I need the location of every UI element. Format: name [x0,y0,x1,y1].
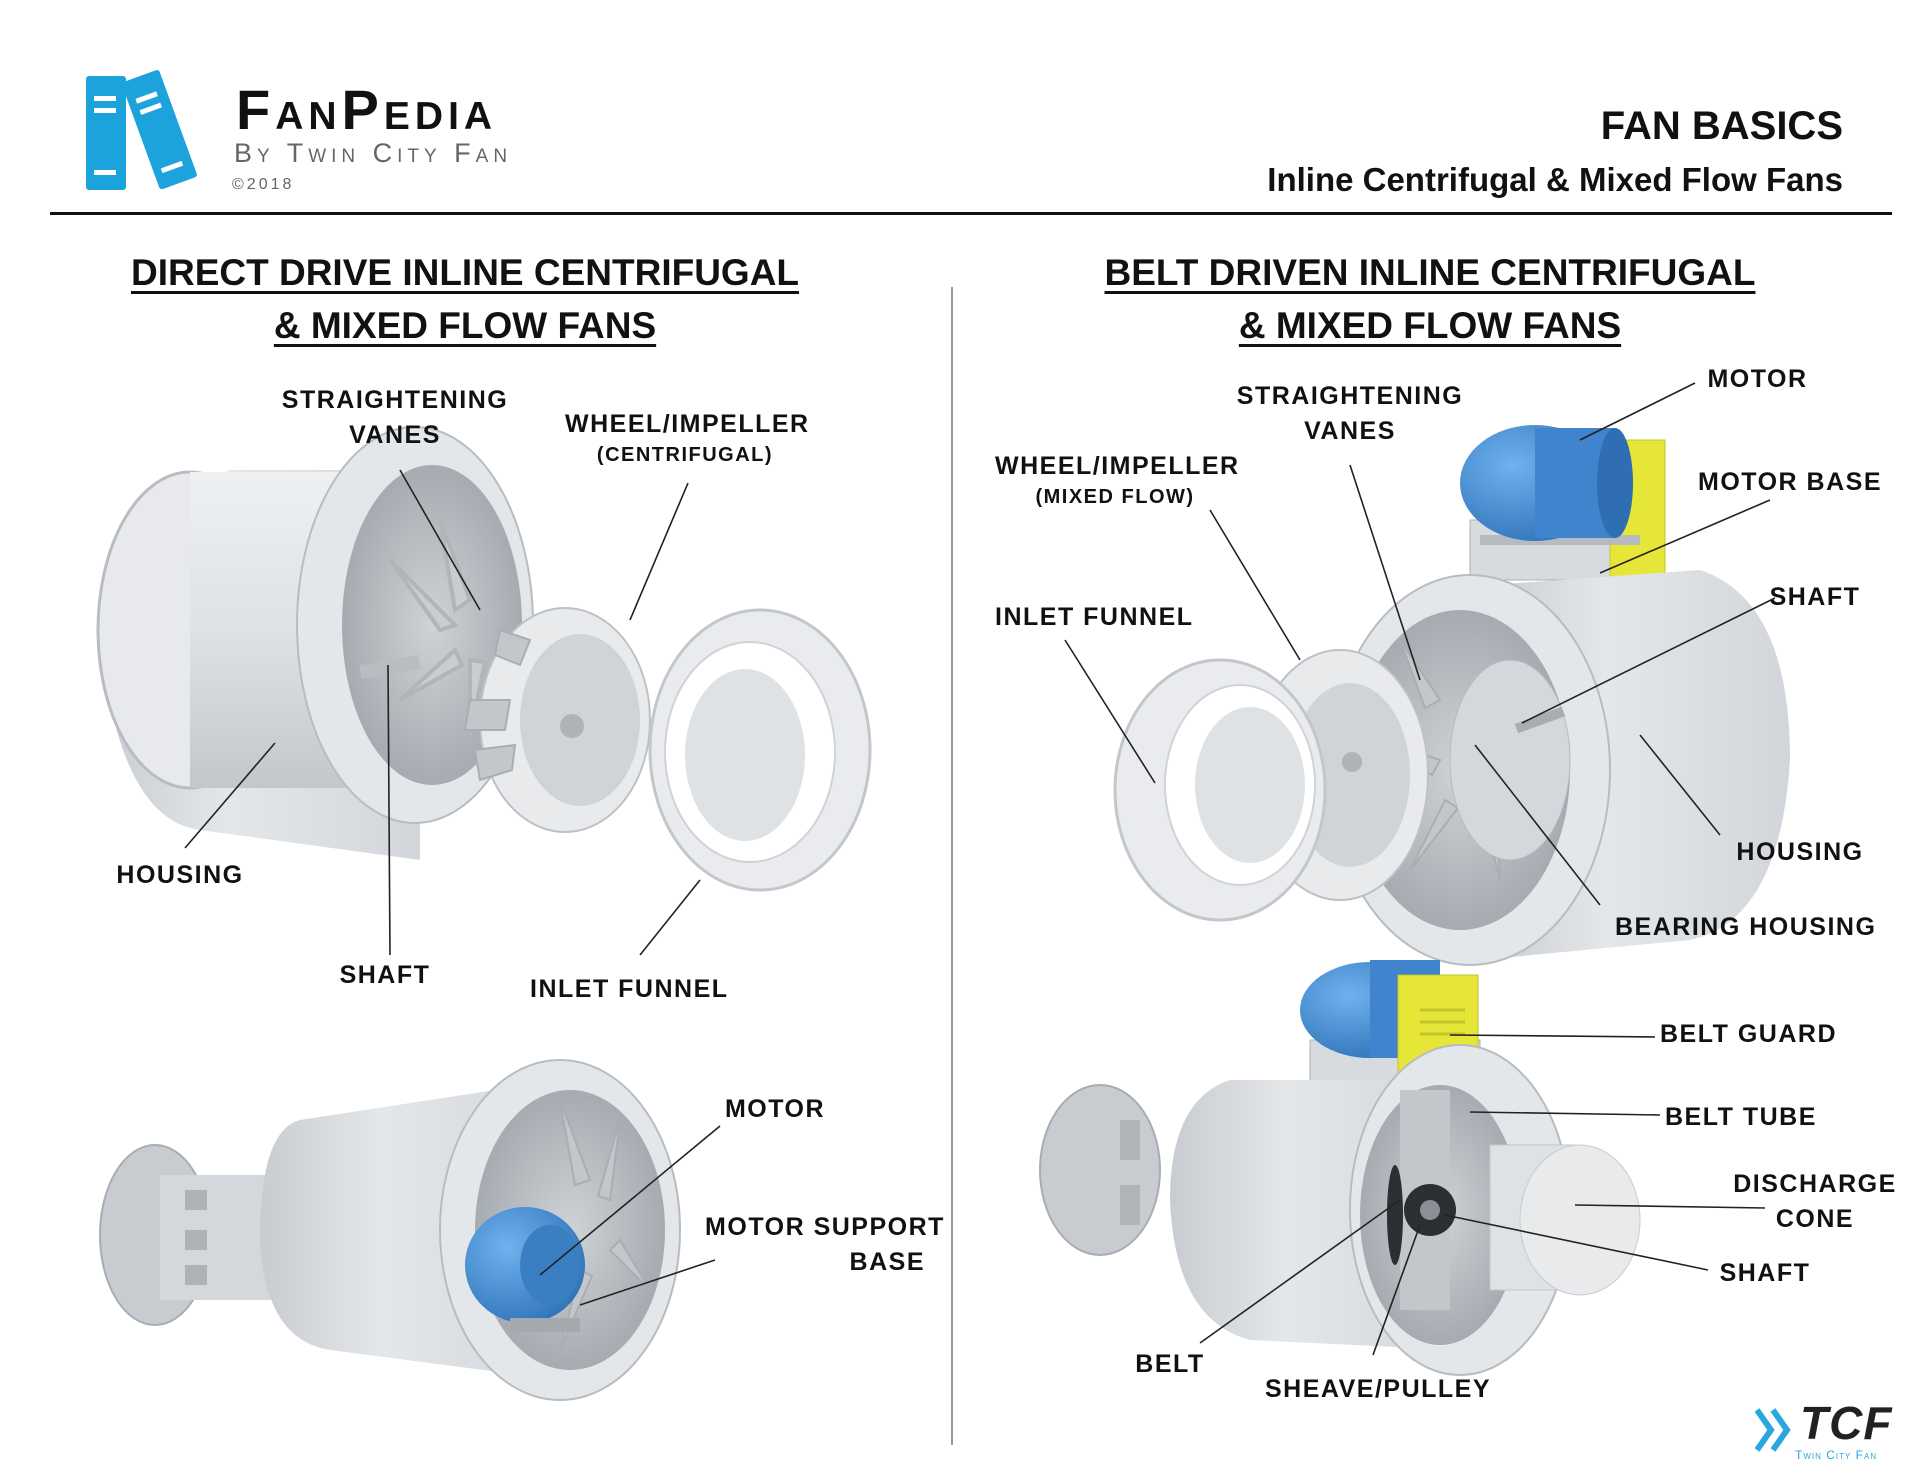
copyright: ©2018 [232,176,295,193]
label-line: MOTOR SUPPORT [705,1213,945,1241]
label-motor-left: MOTOR [724,1095,826,1123]
label-bearing-housing: BEARING HOUSING [1615,913,1877,941]
right-heading-line2: & MIXED FLOW FANS [1238,305,1622,346]
tcf-logo-text: TCF [1800,1397,1893,1449]
books-logo-icon [86,70,197,190]
label-line: STRAIGHTENING [1236,382,1464,410]
label-housing-right: HOUSING [1736,838,1864,866]
label-line: VANES [1304,417,1396,445]
label-belt: BELT [1135,1350,1205,1378]
label-line: DISCHARGE [1733,1170,1897,1198]
label-motor-base: MOTOR BASE [1698,468,1882,496]
label-straightening-vanes-right: STRAIGHTENING VANES [1235,379,1465,449]
right-section-heading: BELT DRIVEN INLINE CENTRIFUGAL & MIXED F… [1085,246,1775,352]
brand-subtitle: By Twin City Fan [234,138,513,168]
label-motor-support-base: MOTOR SUPPORT BASE [705,1210,945,1280]
label-line: CONE [1775,1205,1855,1233]
label-belt-guard: BELT GUARD [1660,1020,1838,1048]
label-subline: (CENTRIFUGAL) [596,444,774,466]
column-divider [951,287,953,1445]
left-heading-line1: DIRECT DRIVE INLINE CENTRIFUGAL [130,252,800,293]
callout-lines [184,382,1776,1356]
label-inlet-funnel-left: INLET FUNNEL [530,975,729,1003]
label-belt-tube: BELT TUBE [1665,1103,1817,1131]
label-discharge-cone: DISCHARGE CONE [1730,1167,1900,1237]
direct-drive-exploded-illustration [96,426,872,892]
left-section-heading: DIRECT DRIVE INLINE CENTRIFUGAL & MIXED … [110,246,820,352]
belt-driven-assembled-illustration [1039,960,1641,1376]
tcf-chevron-icon [1755,1408,1791,1452]
label-line: WHEEL/IMPELLER [995,452,1240,480]
label-inlet-funnel-right: INLET FUNNEL [995,603,1194,631]
label-wheel-impeller-right: WHEEL/IMPELLER (MIXED FLOW) [995,449,1240,510]
label-shaft-left: SHAFT [339,961,431,989]
label-line: BASE [849,1248,925,1276]
tcf-logo-subtitle: Twin City Fan [1795,1448,1878,1462]
label-shaft-right-bottom: SHAFT [1719,1259,1811,1287]
label-line: STRAIGHTENING [281,386,509,414]
label-motor-right: MOTOR [1707,365,1808,393]
direct-drive-assembled-illustration [99,1059,681,1401]
belt-driven-exploded-illustration [1113,425,1790,966]
label-line: VANES [349,421,441,449]
label-subline: (MIXED FLOW) [1035,486,1195,508]
right-heading-line1: BELT DRIVEN INLINE CENTRIFUGAL [1104,252,1756,293]
header-divider [50,212,1892,215]
label-wheel-impeller-left: WHEEL/IMPELLER (CENTRIFUGAL) [565,407,810,468]
label-housing-left: HOUSING [116,861,244,889]
label-line: WHEEL/IMPELLER [565,410,810,438]
left-heading-line2: & MIXED FLOW FANS [273,305,657,346]
label-shaft-right-top: SHAFT [1769,583,1861,611]
page-subtitle: Inline Centrifugal & Mixed Flow Fans [1267,161,1843,198]
page-title: FAN BASICS [1600,104,1843,148]
label-straightening-vanes-left: STRAIGHTENING VANES [280,383,510,453]
label-sheave-pulley: SHEAVE/PULLEY [1265,1375,1492,1403]
brand-name: FanPedia [236,78,498,141]
